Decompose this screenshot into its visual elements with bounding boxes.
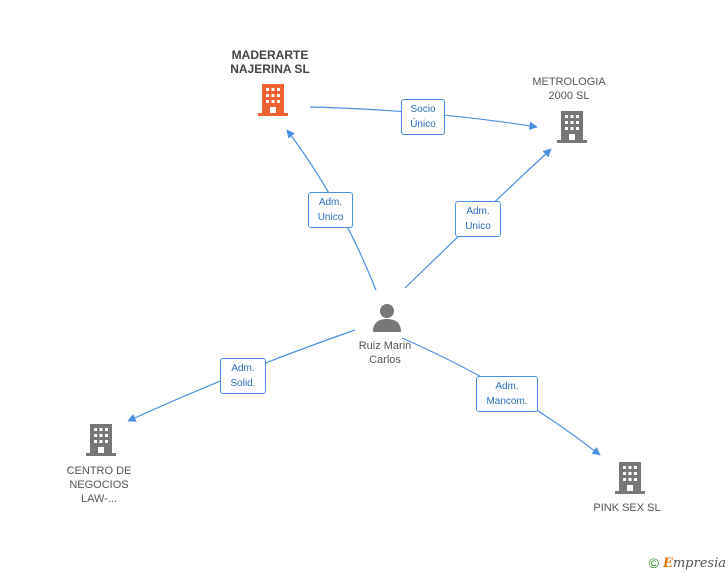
person-icon[interactable] (373, 304, 401, 332)
building-icon-highlighted[interactable] (258, 84, 288, 116)
footer-brand: © Empresia (649, 555, 726, 571)
edge-label-socio-unico: Socio Único (401, 99, 445, 135)
node-label-pinksex[interactable]: PINK SEX SL (593, 502, 661, 514)
edge-label-adm-unico-left: Adm. Unico (308, 192, 353, 228)
empresia-logo: Empresia (662, 555, 726, 571)
building-icon[interactable] (557, 111, 587, 143)
edge-label-adm-mancom: Adm. Mancom. (476, 376, 538, 412)
node-label-maderarte[interactable]: MADERARTE NAJERINA SL (230, 48, 310, 76)
building-icon[interactable] (615, 462, 645, 494)
node-label-metrologia[interactable]: METROLOGIA 2000 SL (532, 76, 606, 102)
building-icon[interactable] (86, 424, 116, 456)
edge-label-adm-unico-right: Adm. Unico (455, 201, 501, 237)
edge-label-adm-solid: Adm. Solid. (220, 358, 266, 394)
node-label-person[interactable]: Ruiz Marin Carlos (358, 340, 412, 366)
copyright-icon: © (648, 555, 659, 571)
node-label-centro[interactable]: CENTRO DE NEGOCIOS LAW-... (66, 465, 132, 505)
